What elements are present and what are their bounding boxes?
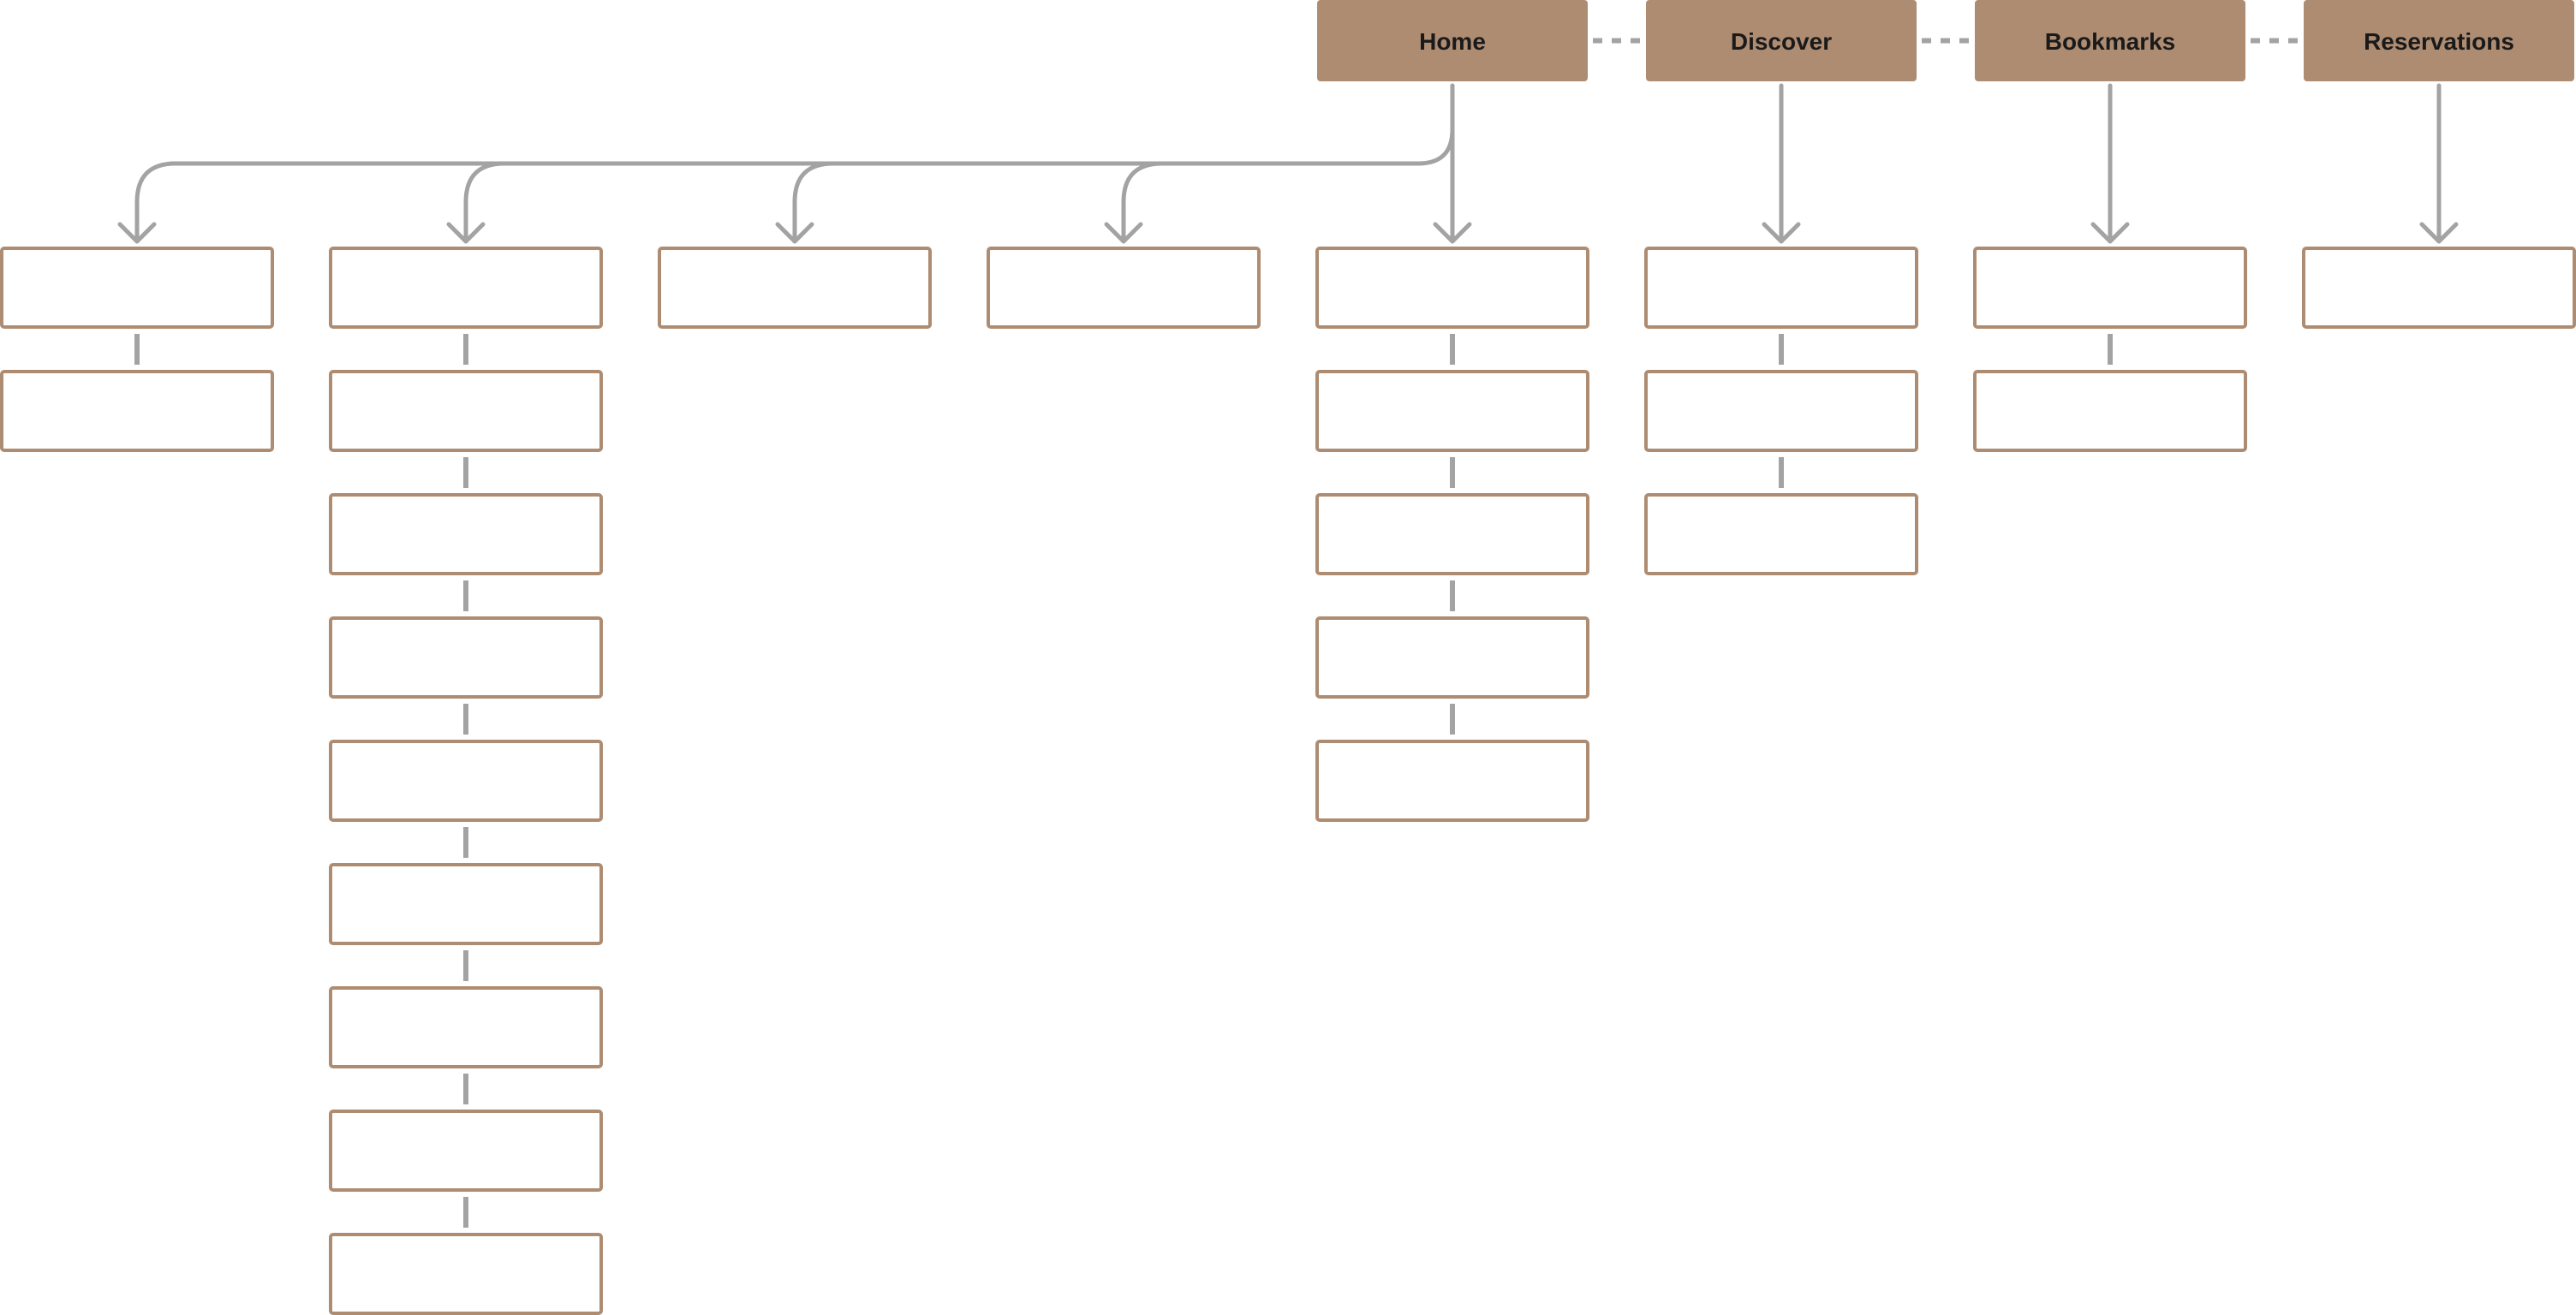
page-box[interactable] <box>1315 247 1589 329</box>
connector-branch <box>134 161 178 244</box>
nav-label: Discover <box>1731 28 1832 55</box>
nav-box[interactable] <box>1975 0 2245 81</box>
nav-item-bookmarks[interactable]: Bookmarks <box>1975 0 2245 81</box>
page-column-home <box>987 247 1261 329</box>
connector-branch <box>463 161 507 244</box>
page-box[interactable] <box>329 863 603 945</box>
page-box[interactable] <box>329 370 603 452</box>
nav-label: Bookmarks <box>2045 28 2176 55</box>
page-box[interactable] <box>329 986 603 1068</box>
nav-label: Home <box>1419 28 1486 55</box>
connector-branch <box>792 161 836 244</box>
page-box[interactable] <box>0 370 274 452</box>
page-column-home <box>1315 247 1589 822</box>
connector-layer <box>117 83 2459 244</box>
page-column-home <box>658 247 932 329</box>
page-box[interactable] <box>329 616 603 699</box>
nav-box[interactable] <box>1646 0 1917 81</box>
top-navigation: Home Discover Bookmarks Reservations <box>1317 0 2574 81</box>
page-box[interactable] <box>1315 616 1589 699</box>
nav-item-reservations[interactable]: Reservations <box>2304 0 2574 81</box>
page-column-home <box>329 247 603 1315</box>
nav-label: Reservations <box>2364 28 2514 55</box>
nav-box[interactable] <box>1317 0 1588 81</box>
nav-box[interactable] <box>2304 0 2574 81</box>
arrowhead-icon <box>446 222 486 244</box>
page-box[interactable] <box>0 247 274 329</box>
nav-item-discover[interactable]: Discover <box>1646 0 1917 81</box>
page-box[interactable] <box>1315 493 1589 575</box>
nav-item-home[interactable]: Home <box>1317 0 1588 81</box>
page-box[interactable] <box>1644 247 1918 329</box>
page-column-discover <box>1644 247 1918 575</box>
arrowhead-icon <box>2419 222 2459 244</box>
page-column-home <box>0 247 274 452</box>
page-box[interactable] <box>1315 370 1589 452</box>
arrowhead-icon <box>1762 222 1801 244</box>
page-box[interactable] <box>1315 740 1589 822</box>
page-columns <box>0 247 2576 1315</box>
arrowhead-icon <box>1104 222 1143 244</box>
page-column-bookmarks <box>1973 247 2247 452</box>
page-box[interactable] <box>987 247 1261 329</box>
page-column-reservations <box>2302 247 2576 329</box>
page-box[interactable] <box>329 247 603 329</box>
arrowhead-icon <box>117 222 157 244</box>
page-box[interactable] <box>329 740 603 822</box>
page-box[interactable] <box>2302 247 2576 329</box>
page-box[interactable] <box>1973 247 2247 329</box>
arrowhead-icon <box>2090 222 2130 244</box>
page-box[interactable] <box>329 1233 603 1315</box>
arrowhead-icon <box>1433 222 1472 244</box>
connector-home-bus <box>169 83 1455 166</box>
page-box[interactable] <box>329 1110 603 1192</box>
page-box[interactable] <box>329 493 603 575</box>
page-box[interactable] <box>1644 493 1918 575</box>
connector-branch <box>1121 161 1165 244</box>
arrowhead-icon <box>775 222 814 244</box>
page-box[interactable] <box>1644 370 1918 452</box>
page-box[interactable] <box>658 247 932 329</box>
page-box[interactable] <box>1973 370 2247 452</box>
